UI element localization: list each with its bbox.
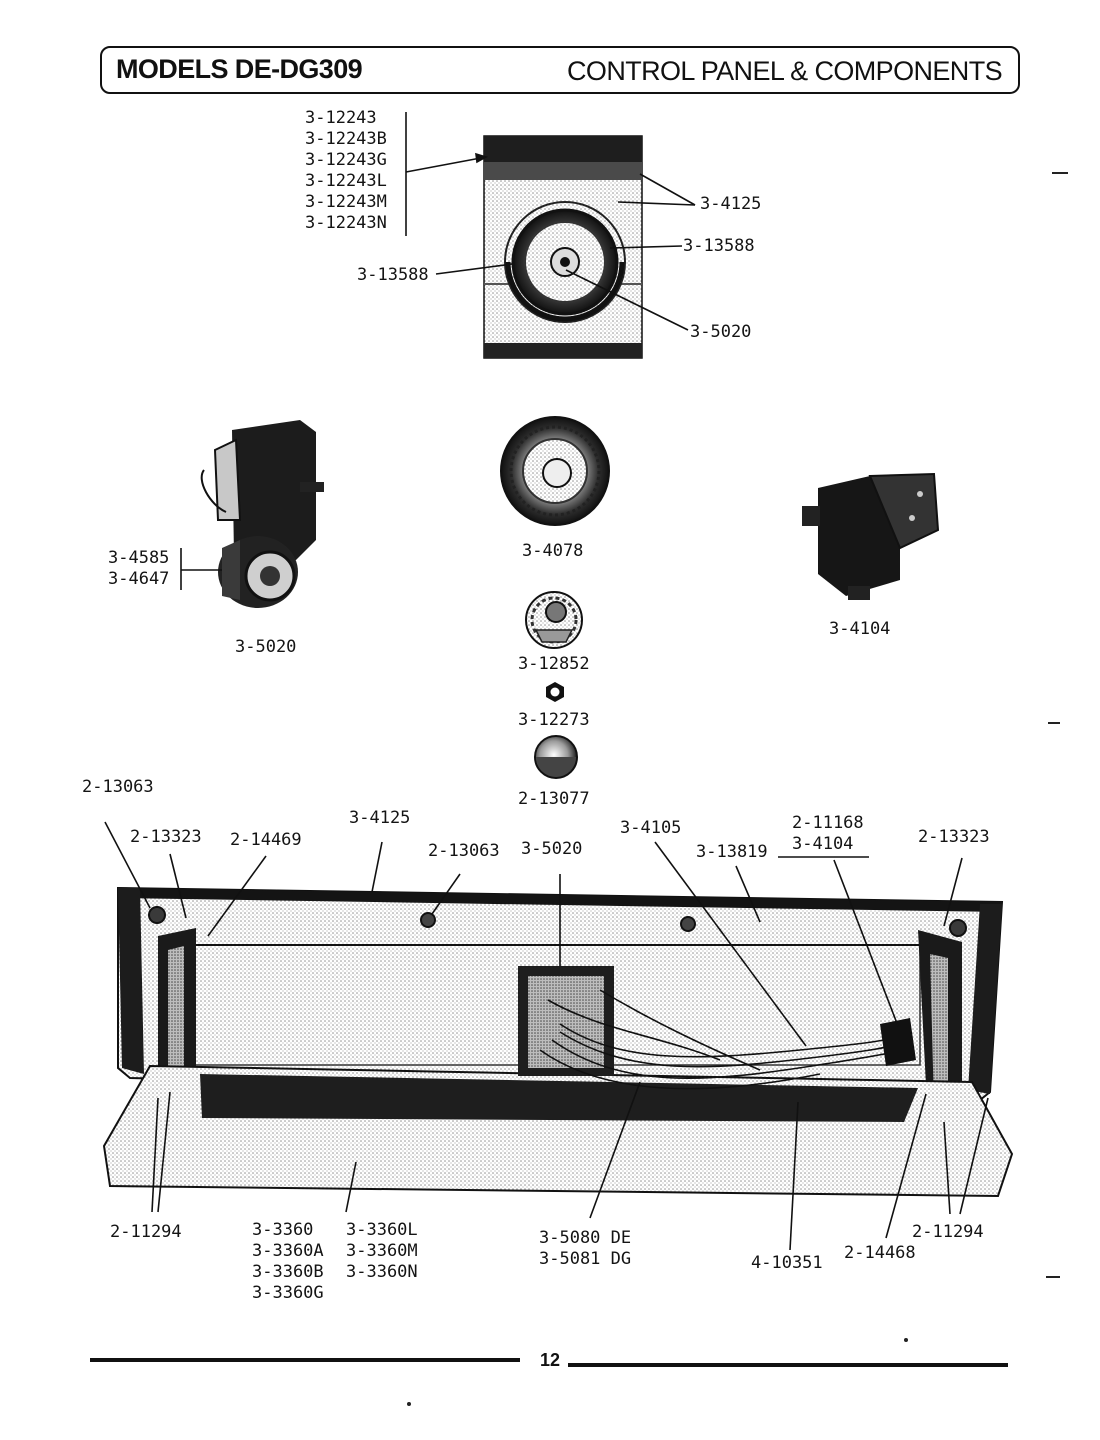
switch-rear-label: 3-4104 xyxy=(792,834,854,854)
harness-variant: 3-5081 DG xyxy=(539,1249,632,1269)
label-switch: 3-4104 xyxy=(829,619,891,639)
title-box: MODELS DE-DG309 CONTROL PANEL & COMPONEN… xyxy=(100,46,1020,94)
label-seal: 4-10351 xyxy=(751,1253,823,1273)
label-screw-center: 2-13063 xyxy=(428,841,500,861)
skirt-illustration xyxy=(534,735,578,779)
switch-rear-labels: 2-11168 3-4104 xyxy=(792,813,864,855)
switch-illustration xyxy=(802,472,940,600)
label-screw-bottom-right: 2-11294 xyxy=(912,1222,984,1242)
backguard-variant-labels-col1: 3-3360 3-3360A 3-3360B 3-3360G xyxy=(252,1220,324,1304)
harness-variant: 3-5080 DE xyxy=(539,1228,632,1248)
label-clip-right: 3-13588 xyxy=(683,236,755,256)
label-wiring-connector: 3-4105 xyxy=(620,818,682,838)
label-skirt: 2-13077 xyxy=(518,789,590,809)
label-timer-rear: 3-5020 xyxy=(521,839,583,859)
panel-variant-labels: 3-12243 3-12243B 3-12243G 3-12243L 3-122… xyxy=(305,108,387,234)
footer-rules xyxy=(90,1358,1008,1367)
label-bracket-right: 2-14468 xyxy=(844,1243,916,1263)
label-panel-top: 3-4125 xyxy=(700,194,762,214)
timer-motor-label: 3-4585 xyxy=(108,548,170,568)
panel-variant: 3-12243L xyxy=(305,171,387,191)
dial-illustration xyxy=(500,416,610,526)
label-clip-left-rear: 2-13323 xyxy=(130,827,202,847)
backguard-variant: 3-3360B xyxy=(252,1262,324,1282)
panel-variant: 3-12243N xyxy=(305,213,387,233)
harness-variant-labels: 3-5080 DE 3-5081 DG xyxy=(539,1228,631,1270)
timer-assembly-illustration xyxy=(200,420,324,608)
panel-variant: 3-12243B xyxy=(305,129,387,149)
label-screw-top-left: 2-13063 xyxy=(82,777,154,797)
label-endcap: 3-13819 xyxy=(696,842,768,862)
knob-illustration xyxy=(525,591,583,649)
label-dial: 3-4078 xyxy=(522,541,584,561)
rear-assembly-illustration xyxy=(102,886,1014,1198)
backguard-variant-labels-col2: 3-3360L 3-3360M 3-3360N xyxy=(346,1220,418,1283)
panel-variant: 3-12243M xyxy=(305,192,387,212)
timer-motor-labels: 3-4585 3-4647 xyxy=(108,548,169,590)
label-screw-bottom-left: 2-11294 xyxy=(110,1222,182,1242)
label-bracket-left: 2-14469 xyxy=(230,830,302,850)
backguard-variant: 3-3360M xyxy=(346,1241,418,1261)
panel-variant: 3-12243G xyxy=(305,150,387,170)
nut-illustration xyxy=(546,682,564,702)
backguard-variant: 3-3360A xyxy=(252,1241,324,1261)
page-number: 12 xyxy=(533,1350,567,1371)
label-panel-rear: 3-4125 xyxy=(349,808,411,828)
label-knob: 3-12852 xyxy=(518,654,590,674)
switch-rear-label: 2-11168 xyxy=(792,813,864,833)
label-clip-right-rear: 2-13323 xyxy=(918,827,990,847)
backguard-variant: 3-3360N xyxy=(346,1262,418,1282)
panel-variant: 3-12243 xyxy=(305,108,377,128)
label-nut: 3-12273 xyxy=(518,710,590,730)
timer-motor-label: 3-4647 xyxy=(108,569,170,589)
models-title: MODELS DE-DG309 xyxy=(116,54,363,84)
backguard-variant: 3-3360 xyxy=(252,1220,314,1240)
label-timer-assembly: 3-5020 xyxy=(235,637,297,657)
leader-lines xyxy=(104,112,989,1251)
section-title: CONTROL PANEL & COMPONENTS xyxy=(567,56,1003,86)
console-face-illustration xyxy=(483,135,643,359)
backguard-variant: 3-3360G xyxy=(252,1283,324,1303)
backguard-variant: 3-3360L xyxy=(346,1220,418,1240)
label-clip-left: 3-13588 xyxy=(357,265,429,285)
scan-specks xyxy=(407,172,1068,1406)
label-timer-top: 3-5020 xyxy=(690,322,752,342)
